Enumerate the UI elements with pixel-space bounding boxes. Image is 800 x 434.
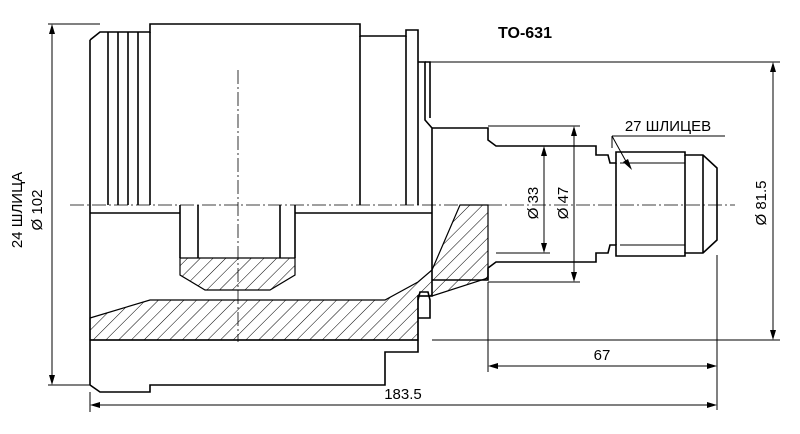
shaft-d33-label: Ø 33 (525, 187, 542, 220)
flange-diameter-label: Ø 81.5 (753, 180, 770, 225)
dim-outer-diameter (48, 23, 100, 386)
inner-splines-leader (611, 135, 725, 170)
outer-splines-label: 24 ШЛИЦА (9, 172, 26, 248)
housing-section (89, 204, 489, 393)
part-number-title: TO-631 (498, 25, 552, 42)
inner-splines-label: 27 ШЛИЦЕВ (625, 118, 711, 135)
overall-length-label: 183.5 (384, 386, 422, 403)
dim-shaft-diameters (488, 125, 580, 283)
dim-shaft-length (487, 255, 718, 410)
dim-overall-length (89, 392, 717, 412)
outer-diameter-label: Ø 102 (29, 190, 46, 231)
shaft-d47-label: Ø 47 (555, 187, 572, 220)
shaft (432, 127, 718, 281)
shaft-length-label: 67 (594, 347, 611, 364)
dim-flange-diameter (430, 61, 780, 341)
housing-outline (89, 23, 433, 205)
